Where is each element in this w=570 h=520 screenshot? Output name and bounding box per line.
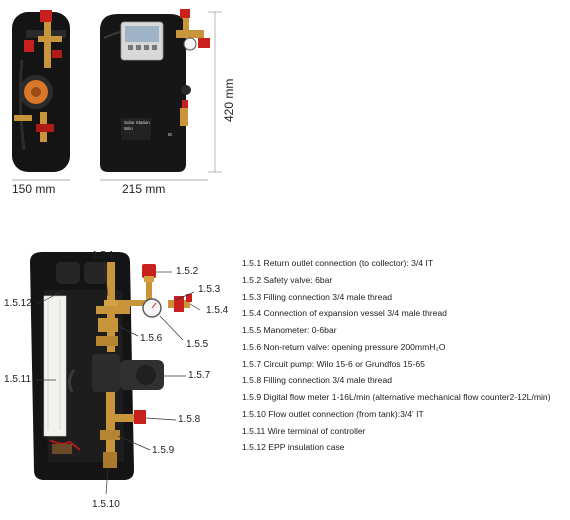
side-view — [12, 10, 70, 172]
front-panel-label-line2: Wilo — [124, 126, 133, 131]
legend-item: 1.5.9 Digital flow meter 1-16L/min (alte… — [242, 392, 551, 402]
legend-item: 1.5.12 EPP insulation case — [242, 442, 345, 453]
callout-1-5-3: 1.5.3 — [198, 284, 221, 295]
callout-1-5-5: 1.5.5 — [186, 339, 209, 350]
legend-item: 1.5.2 Safety valve: 6bar — [242, 274, 333, 285]
callout-leaders — [36, 261, 201, 495]
legend-item: 1.5.8 Filling connection 3/4 male thread — [242, 375, 393, 386]
legend-item: 1.5.6 Non-return valve: opening pressure… — [242, 341, 446, 352]
callout-1-5-6: 1.5.6 — [140, 333, 163, 344]
legend-item: 1.5.1 Return outlet connection (to colle… — [242, 258, 434, 268]
front-view — [100, 9, 210, 172]
legend-item: 1.5.11 Wire terminal of controller — [242, 425, 366, 436]
cutaway-view — [30, 252, 192, 480]
depth-dimension: 150 mm — [12, 182, 56, 196]
height-dimension: 420 mm — [222, 78, 236, 122]
legend-item: 1.5.10 Flow outlet connection (from tank… — [242, 408, 424, 419]
parts-legend: 1.5.1 Return outlet connection (to colle… — [242, 255, 568, 456]
legend-item: 1.5.3 Filling connection 3/4 male thread — [242, 291, 393, 302]
callout-1-5-4: 1.5.4 — [206, 305, 229, 316]
callout-1-5-10: 1.5.10 — [92, 499, 120, 510]
callout-1-5-2: 1.5.2 — [176, 266, 199, 277]
callout-1-5-1: 1.5.1 — [92, 250, 115, 261]
legend-item: 1.5.5 Manometer: 0-6bar — [242, 325, 337, 335]
front-panel-label: Solar Station Wilo — [124, 120, 150, 132]
callout-1-5-12: 1.5.12 — [4, 298, 32, 309]
callout-1-5-11: 1.5.11 — [4, 374, 32, 385]
dimension-lines — [12, 11, 222, 181]
callout-1-5-9: 1.5.9 — [152, 445, 175, 456]
callout-1-5-7: 1.5.7 — [188, 370, 211, 381]
front-panel-label-line3: IE — [168, 132, 173, 137]
callout-1-5-8: 1.5.8 — [178, 414, 201, 425]
legend-item: 1.5.7 Circuit pump: Wilo 15-6 or Grundfo… — [242, 358, 425, 369]
front-panel-label-line1: Solar Station — [124, 120, 150, 125]
width-dimension: 215 mm — [122, 182, 166, 196]
legend-item: 1.5.4 Connection of expansion vessel 3/4… — [242, 308, 447, 319]
